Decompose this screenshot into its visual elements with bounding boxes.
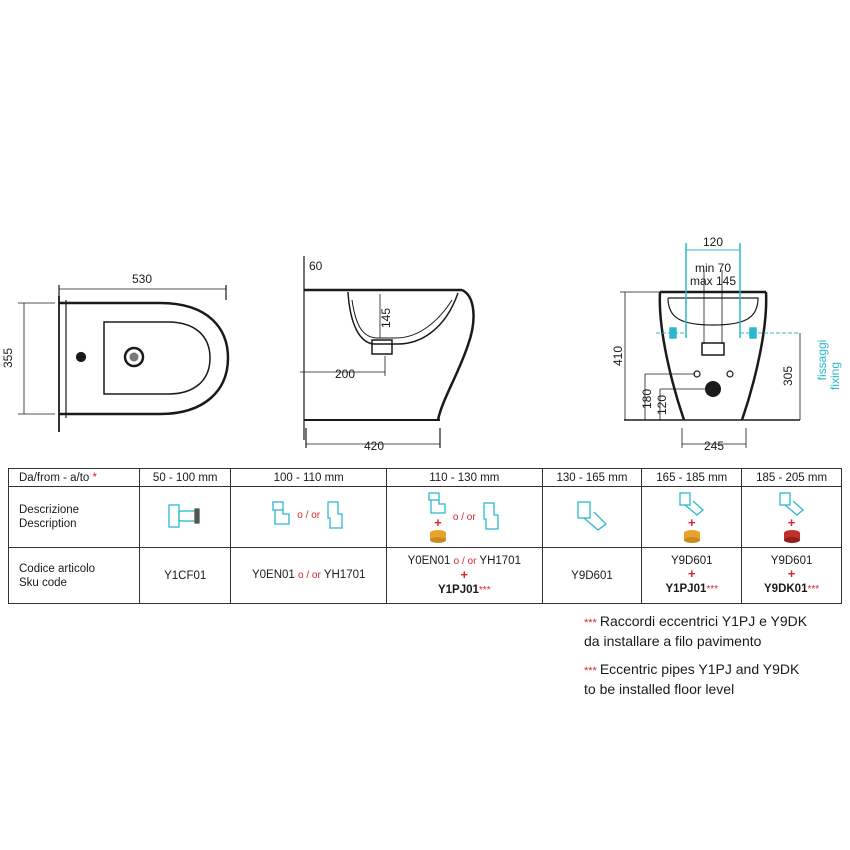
table-header-row: Da/from - a/to * 50 - 100 mm 100 - 110 m…: [8, 468, 842, 487]
dim-height: 410: [611, 346, 625, 366]
code-cell-2: Y0EN01 o / or YH1701: [230, 547, 387, 604]
note-stars: ***: [584, 617, 597, 629]
rear-view: [620, 270, 801, 448]
plus-sign: +: [787, 566, 796, 581]
range-3: 110 - 130 mm: [385, 468, 543, 487]
top-view: [18, 285, 230, 432]
fixing-label-en: fixing: [828, 362, 842, 390]
or-text: o / or: [298, 570, 321, 581]
note-line: to be installed floor level: [584, 681, 735, 697]
code-3b: YH1701: [479, 554, 521, 567]
pipe-icon: [483, 502, 499, 530]
plus-sign: +: [460, 566, 469, 582]
plus-sign: +: [687, 566, 696, 581]
range-6: 185 - 205 mm: [741, 468, 842, 487]
desc-label-it: Descrizione: [19, 504, 80, 516]
technical-drawings: 530 355 60 145 200 420 120 min 70 max 14…: [1, 235, 842, 453]
dim-length: 420: [364, 439, 384, 453]
code-cell-5: Y9D601 + Y1PJ01***: [641, 547, 743, 604]
desc-cell-2: o / or: [230, 486, 387, 548]
dim-outlet-height: 145: [379, 308, 393, 328]
dim-base-width: 245: [704, 439, 724, 453]
plus-sign: +: [434, 515, 442, 530]
range-2: 100 - 110 mm: [230, 468, 387, 487]
stars: ***: [706, 584, 719, 595]
angled-connector-icon: [577, 500, 607, 531]
dim-120: 120: [655, 395, 669, 415]
note-line: Raccordi eccentrici Y1PJ e Y9DK: [599, 613, 808, 629]
dim-fixing-spacing: 120: [703, 235, 723, 249]
fixing-marks: [656, 243, 800, 339]
desc-cell-1: [138, 486, 232, 548]
or-text: o / or: [452, 511, 476, 523]
plus-sign: +: [787, 515, 796, 530]
code-label-it: Codice articolo: [19, 562, 96, 575]
note-english: ***Eccentric pipes Y1PJ and Y9DK to be i…: [584, 660, 807, 698]
code-3a: Y0EN01: [407, 554, 451, 567]
dim-top-offset: 60: [309, 259, 323, 273]
eccentric-pipe-orange-icon: [429, 530, 446, 543]
notes: ***Raccordi eccentrici Y1PJ e Y9DK da in…: [584, 612, 807, 708]
dim-width: 530: [132, 272, 152, 286]
code-cell-4: Y9D601: [541, 547, 643, 604]
connection-table: Da/from - a/to * 50 - 100 mm 100 - 110 m…: [8, 468, 842, 604]
dim-180: 180: [640, 389, 654, 409]
range-1: 50 - 100 mm: [138, 468, 232, 487]
range-4: 130 - 165 mm: [541, 468, 643, 487]
code-cell-6: Y9D601 + Y9DK01***: [741, 547, 842, 604]
code-6b: Y9DK01: [764, 583, 808, 595]
pipe-icon: [327, 500, 343, 529]
fixing-label-it: fissaggi: [815, 340, 829, 381]
desc-cell-6: +: [741, 486, 842, 548]
code-2b: YH1701: [323, 569, 366, 581]
range-5: 165 - 185 mm: [641, 468, 743, 487]
header-label: Da/from - a/to *: [8, 468, 140, 487]
stars: ***: [478, 584, 491, 596]
eccentric-pipe-orange-icon: [683, 530, 700, 543]
desc-cell-5: +: [641, 486, 743, 548]
dim-min: min 70: [695, 261, 731, 275]
dim-fixing-height: 305: [781, 366, 795, 386]
code-cell-1: Y1CF01: [138, 547, 232, 604]
desc-cell-4: [541, 486, 643, 548]
bend-icon: [272, 500, 290, 525]
note-line: da installare a filo pavimento: [584, 633, 762, 649]
note-italian: ***Raccordi eccentrici Y1PJ e Y9DK da in…: [584, 612, 807, 650]
code-6a: Y9D601: [770, 555, 813, 567]
bend-plus-eccentric: +: [427, 491, 449, 543]
or-text: o / or: [453, 555, 477, 567]
bend-icon: [428, 492, 446, 514]
eccentric-pipe-red-icon: [783, 530, 800, 543]
dim-outlet-depth: 200: [335, 367, 355, 381]
angled-connector-icon: [778, 492, 804, 516]
code-cell-3: Y0EN01 o / or YH1701 + Y1PJ01***: [385, 547, 543, 604]
connector-icon: [168, 503, 200, 528]
desc-cell-3: + o / or: [385, 486, 543, 548]
code-2a: Y0EN01: [251, 569, 295, 581]
code-label-en: Sku code: [19, 576, 67, 589]
note-stars: ***: [584, 665, 597, 677]
code-5a: Y9D601: [670, 555, 713, 567]
code-5b: Y1PJ01: [665, 583, 707, 595]
plus-sign: +: [687, 515, 696, 530]
desc-label-en: Description: [19, 518, 77, 530]
header-star: *: [92, 471, 97, 484]
angled-connector-icon: [679, 492, 704, 516]
note-line: Eccentric pipes Y1PJ and Y9DK: [599, 661, 800, 677]
or-text: o / or: [297, 510, 321, 521]
dim-max: max 145: [690, 274, 736, 288]
dim-depth: 355: [1, 348, 15, 368]
header-label-text: Da/from - a/to: [19, 471, 90, 484]
stars: ***: [807, 584, 820, 595]
code-3c: Y1PJ01: [437, 583, 479, 596]
side-view: [300, 256, 475, 448]
